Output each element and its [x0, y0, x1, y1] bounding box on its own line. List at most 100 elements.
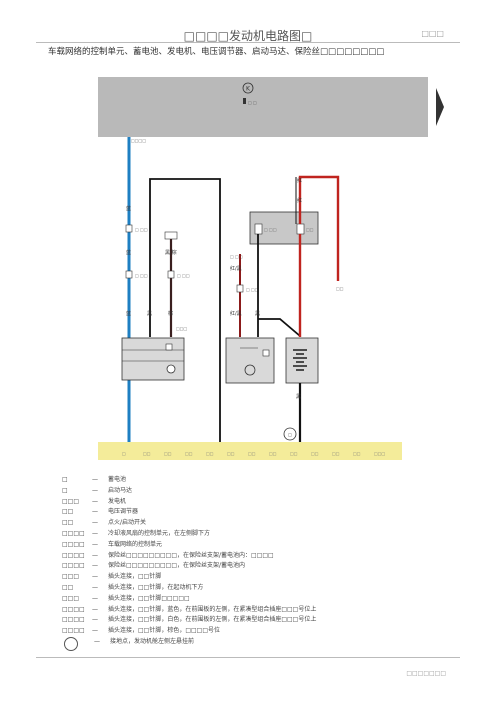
component-box-1 [121, 337, 185, 381]
legend-row: □□—电压调节器 [62, 507, 316, 518]
top-bus-bar [98, 77, 428, 137]
page-footer: □□□□□□□ [406, 670, 446, 677]
page-title: □□□□发动机电路图□ [183, 29, 313, 43]
legend-dash: — [92, 573, 98, 581]
legend-text: 启动马达 [108, 486, 133, 494]
wire-label-w5: 红/黑 [230, 265, 242, 272]
legend-dash: — [92, 508, 98, 516]
diagram-subtitle: 车载网络的控制单元、蓄电池、发电机、电压调节器、启动马达、保险丝□□□□□□□□ [48, 47, 385, 57]
legend-text: 插头连接，□□针脚，棕色，□□□□号位 [108, 627, 221, 635]
legend-dash: — [92, 627, 98, 635]
box2-terminal [262, 349, 270, 357]
ground-number: □□ [290, 451, 298, 456]
ground-number: □□ [248, 451, 256, 456]
legend-code: □□□□ [62, 540, 85, 548]
legend-row: □□—点火/启动开关 [62, 518, 316, 529]
starter-symbol [244, 364, 256, 376]
top-connector-label: □ □ [248, 100, 257, 105]
label-s1: □□□□ [131, 138, 146, 143]
wire-label-w2: 黑 [147, 311, 152, 317]
legend-dash: — [92, 529, 98, 537]
label-s5: □□□ [176, 326, 188, 331]
legend-text: 车载网络的控制单元 [108, 540, 163, 548]
label-s8: □ □□ [264, 227, 277, 232]
connector-1 [125, 224, 133, 233]
label-s6: □ □□ [230, 254, 243, 259]
legend-dash: — [92, 562, 98, 570]
ground-point-label: □ [288, 432, 292, 437]
legend-dash: — [92, 583, 98, 591]
wire-red-8 [298, 175, 340, 281]
wire-black-2 [149, 178, 221, 442]
box1-symbol [166, 364, 176, 374]
ground-circle-icon [64, 636, 78, 651]
legend-text: 插头连接，□□针脚，在起动机下方 [108, 583, 204, 591]
legend-code: □□□□ [62, 616, 85, 624]
legend-dash: — [94, 637, 100, 645]
legend-code: □□□ [62, 497, 80, 505]
legend-row: □□□ — 插头连接，□□针脚□□□□□ [62, 594, 316, 605]
wire-label-w1: 蓝 [126, 205, 131, 212]
legend-code: □□□ [62, 573, 80, 581]
legend-text: 点火/启动开关 [108, 519, 147, 527]
legend-code: □ [62, 486, 68, 494]
legend-dash: — [92, 540, 98, 548]
legend-row: □□□□ — 冷却液风扇的控制单元，在左侧脚下方 [62, 529, 316, 540]
legend-text: 插头连接，□□针脚□□□□□ [108, 594, 190, 602]
ground-number: □□ [185, 451, 193, 456]
legend-row: □□ — 插头连接，□□针脚，在起动机下方 [62, 583, 316, 594]
ground-number: □□ [206, 451, 214, 456]
legend-code: □□□□ [62, 605, 85, 613]
legend-row: □□□□—插头连接，□□针脚，白色，在前围板的左侧，在紧凑型组合插座□□□号位上 [62, 615, 316, 626]
component-box-2 [225, 337, 275, 384]
legend-row: □□□ — 发电机 [62, 497, 316, 508]
ground-number-row: □□□□□□□□□□□□□□□□□□□□□□□□□□ [122, 451, 386, 456]
connector-2 [125, 270, 133, 279]
legend-row: □□□□—保险丝□□□□□□□□□，在保险丝支架/蓄电池内 [62, 561, 316, 572]
legend-code: □□□□ [62, 627, 85, 635]
legend: □—蓄电池□—启动马达□□□—发电机□□—电压调节器□□—点火/启动开关□□□□… [62, 475, 316, 651]
box1-terminal [165, 343, 173, 351]
top-connector [243, 98, 246, 104]
legend-row: □□□□—插头连接，□□针脚，蓝色，在前围板的左侧，在紧凑型组合插座□□□号位上 [62, 605, 316, 616]
legend-row: □—启动马达 [62, 486, 316, 497]
wire-label-w3: 黑/棕 [165, 249, 177, 256]
page-tag: □□□ [421, 29, 444, 38]
label-s7: □ □□ [246, 287, 259, 292]
ground-number: □□ [164, 451, 172, 456]
label-s9: □□ [306, 227, 314, 232]
legend-text: 冷却液风扇的控制单元，在左侧脚下方 [108, 529, 211, 537]
legend-row: □□□□ — 插头连接，□□针脚，棕色，□□□□号位 [62, 626, 316, 637]
legend-dash: — [92, 497, 98, 505]
wire-label-w1b: 蓝 [126, 249, 131, 256]
connector-3 [164, 231, 178, 240]
connector-5 [236, 284, 244, 293]
legend-text: 发电机 [108, 497, 127, 505]
legend-text: 蓄电池 [108, 476, 127, 483]
legend-code: □□ [62, 583, 74, 591]
legend-text: 插头连接，□□针脚，蓝色，在前围板的左侧，在紧凑型组合插座□□□号位上 [108, 605, 317, 613]
label-s2: □ □□ [135, 227, 148, 232]
legend-text: 接地点，发动机舱左侧左悬挂前 [110, 637, 195, 645]
legend-code: □□□ [62, 594, 80, 602]
wire-label-w7: 黑 [255, 311, 260, 317]
legend-dash: — [92, 476, 98, 483]
continuation-arrow-icon [436, 88, 444, 126]
legend-text: 保险丝□□□□□□□□□，在保险丝支架/蓄电池内 [108, 562, 246, 570]
ground-point-icon [283, 427, 297, 441]
legend-row: □ — 蓄电池 [62, 475, 316, 486]
legend-code: □□□□ [62, 529, 85, 537]
wire-label-w6: 红/黑 [230, 310, 242, 317]
k-symbol [242, 82, 254, 94]
fuse-2 [296, 223, 305, 235]
wire-label-w8: 红 [297, 177, 302, 184]
legend-code: □ [62, 476, 68, 483]
wire-label-w10: 黑 [296, 394, 301, 400]
legend-dash: — [92, 594, 98, 602]
label-s4: □ □□ [177, 273, 190, 278]
legend-dash: — [92, 616, 98, 624]
ground-number: □□ [143, 451, 151, 456]
legend-dash: — [92, 551, 98, 559]
legend-row: □□□□ — 车载网络的控制单元 [62, 540, 316, 551]
k-symbol-label: K [246, 86, 251, 93]
